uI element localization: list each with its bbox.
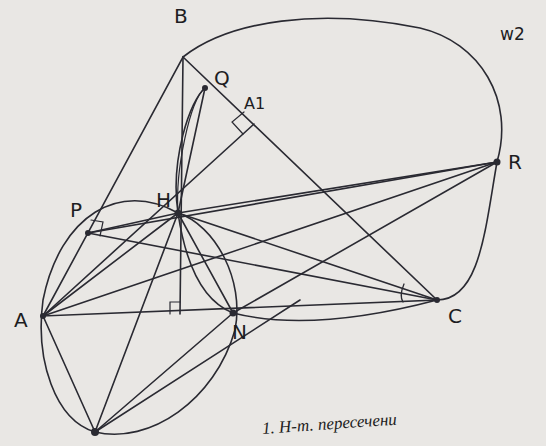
- point-label: A1: [244, 96, 265, 112]
- point-label: N: [232, 322, 247, 342]
- note-text: 1. H-т. пересечени: [261, 411, 397, 437]
- point-label: B: [174, 6, 188, 26]
- point-label: A: [14, 310, 28, 330]
- point-label: Q: [214, 68, 230, 88]
- point-label: P: [70, 200, 82, 220]
- point-label: H: [156, 190, 171, 210]
- point-label: C: [448, 306, 462, 326]
- circle-label: w2: [500, 26, 525, 43]
- point-label: R: [508, 152, 522, 172]
